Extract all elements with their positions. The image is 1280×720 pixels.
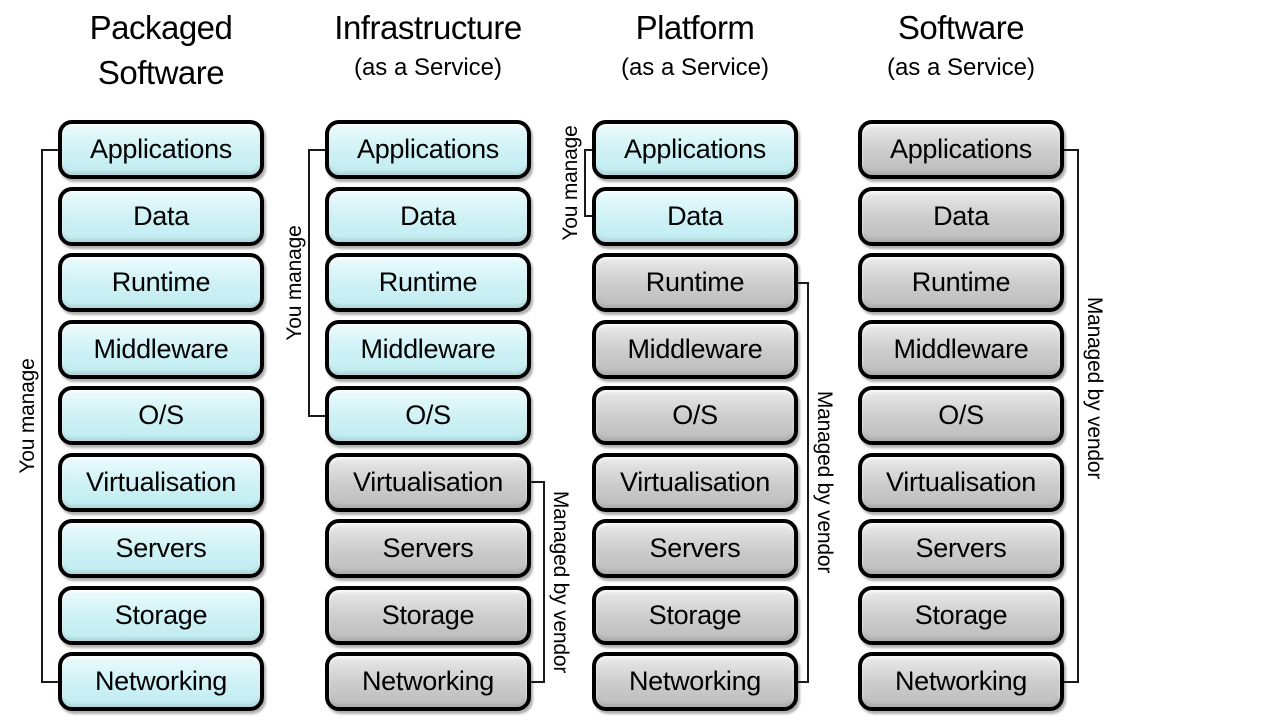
bracket-you-manage-line	[584, 148, 586, 217]
stack-box-o-s: O/S	[592, 386, 798, 445]
stack-box-o-s: O/S	[58, 386, 264, 445]
bracket-managed-by-vendor-tick-bottom	[1064, 680, 1078, 683]
stack-box-servers: Servers	[592, 519, 798, 578]
column-header-platform-as-a-service: Platform (as a Service)	[535, 5, 855, 86]
stack-box-storage: Storage	[858, 585, 1064, 645]
bracket-managed-by-vendor-label: Managed by vendor	[549, 490, 572, 673]
column-subtitle: (as a Service)	[620, 54, 770, 81]
bracket-managed-by-vendor-line	[807, 281, 809, 683]
bracket-you-manage-tick-top	[42, 148, 58, 151]
stack-box-servers: Servers	[858, 519, 1064, 578]
stack-box-applications: Applications	[325, 120, 531, 179]
bracket-managed-by-vendor-label: Managed by vendor	[813, 390, 836, 574]
column-title: Packaged	[89, 9, 233, 46]
stack-box-servers: Servers	[325, 519, 531, 578]
stack-box-o-s: O/S	[325, 386, 531, 445]
stack-box-o-s: O/S	[858, 386, 1064, 445]
stack-box-data: Data	[858, 186, 1064, 246]
stack-box-middleware: Middleware	[592, 319, 798, 379]
stack-box-runtime: Runtime	[592, 253, 798, 312]
stack-box-applications: Applications	[592, 120, 798, 179]
bracket-you-manage-tick-top	[309, 148, 325, 151]
column-header-infrastructure-as-a-service: Infrastructure (as a Service)	[268, 5, 588, 86]
stack-box-virtualisation: Virtualisation	[592, 452, 798, 512]
bracket-managed-by-vendor-line	[1077, 148, 1079, 683]
stack-box-networking: Networking	[592, 652, 798, 711]
bracket-you-manage-label: You manage	[283, 224, 306, 341]
bracket-you-manage-tick-bottom	[585, 215, 592, 217]
stack-box-middleware: Middleware	[58, 319, 264, 379]
stack-box-data: Data	[58, 186, 264, 246]
stack-box-runtime: Runtime	[325, 253, 531, 312]
column-title: Software	[897, 9, 1025, 46]
bracket-you-manage-label: You manage	[559, 125, 582, 241]
stack-box-storage: Storage	[592, 585, 798, 645]
stack-box-virtualisation: Virtualisation	[858, 452, 1064, 512]
stack-box-data: Data	[592, 186, 798, 246]
bracket-you-manage-tick-bottom	[309, 414, 325, 417]
bracket-you-manage-line	[308, 148, 310, 417]
stack-box-applications: Applications	[58, 120, 264, 179]
bracket-managed-by-vendor-tick-top	[531, 481, 544, 483]
stack-box-middleware: Middleware	[858, 319, 1064, 379]
stack-box-storage: Storage	[58, 585, 264, 645]
column-title: Software	[97, 54, 225, 91]
stack-box-networking: Networking	[58, 652, 264, 711]
stack-box-networking: Networking	[325, 652, 531, 711]
stack-box-storage: Storage	[325, 585, 531, 645]
column-title: Platform	[635, 9, 755, 46]
stack-box-runtime: Runtime	[858, 253, 1064, 312]
stack-box-data: Data	[325, 186, 531, 246]
stack-box-virtualisation: Virtualisation	[325, 452, 531, 512]
bracket-you-manage-tick-top	[585, 148, 592, 151]
bracket-you-manage-line	[41, 148, 43, 683]
column-subtitle: (as a Service)	[886, 54, 1036, 81]
stack-box-applications: Applications	[858, 120, 1064, 179]
bracket-you-manage-label: You manage	[16, 357, 39, 474]
bracket-managed-by-vendor-tick-bottom	[531, 680, 544, 683]
bracket-managed-by-vendor-label: Managed by vendor	[1083, 296, 1106, 479]
bracket-managed-by-vendor-tick-bottom	[798, 680, 808, 683]
column-header-software-as-a-service: Software (as a Service)	[801, 5, 1121, 86]
bracket-managed-by-vendor-tick-top	[1064, 148, 1078, 151]
bracket-managed-by-vendor-line	[543, 481, 545, 683]
column-subtitle: (as a Service)	[353, 54, 503, 81]
stack-box-runtime: Runtime	[58, 253, 264, 312]
stack-box-servers: Servers	[58, 519, 264, 578]
stack-box-virtualisation: Virtualisation	[58, 452, 264, 512]
column-title: Infrastructure	[334, 9, 522, 46]
stack-box-networking: Networking	[858, 652, 1064, 711]
stack-box-middleware: Middleware	[325, 319, 531, 379]
bracket-managed-by-vendor-tick-top	[798, 281, 808, 284]
bracket-you-manage-tick-bottom	[42, 680, 58, 683]
